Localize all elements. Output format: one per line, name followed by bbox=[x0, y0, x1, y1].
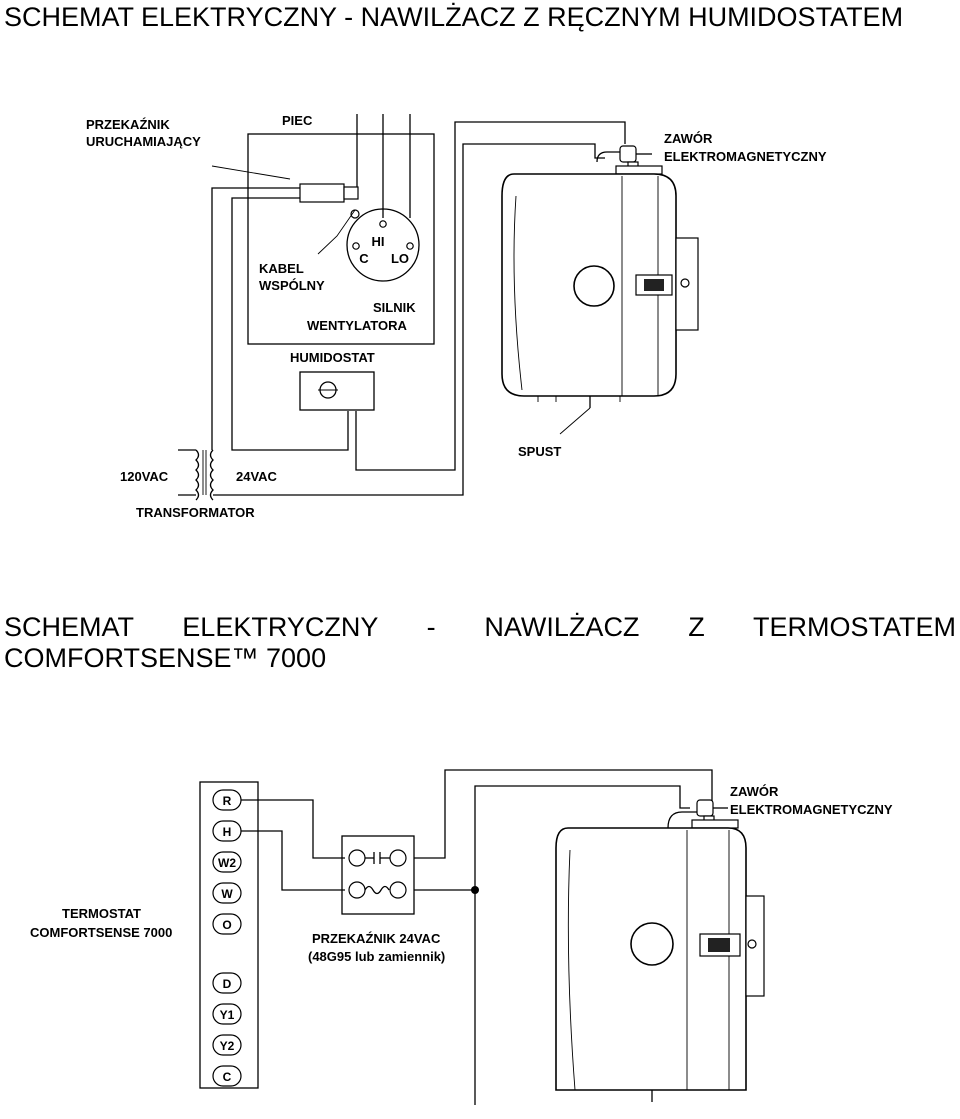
terminal-y2 bbox=[212, 1034, 242, 1056]
thermostat-label-1: TERMOSTAT bbox=[62, 906, 141, 921]
section-title-humidistat: SCHEMAT ELEKTRYCZNY - NAWILŻACZ Z RĘCZNY… bbox=[4, 2, 904, 32]
terminal-hi bbox=[379, 220, 387, 228]
relay-label-2: URUCHAMIAJĄCY bbox=[86, 134, 201, 149]
humidifier-unit bbox=[555, 819, 765, 1102]
wiring-diagram-humidistat: PIEC PRZEKAŹNIK URUCHAMIAJĄCY HI C LO KA… bbox=[86, 113, 827, 520]
terminal-hi-label: HI bbox=[372, 234, 385, 249]
wiring-diagram-thermostat: R H W2 W O D Y1 Y2 C TERMOSTAT COMFORTSE… bbox=[30, 769, 893, 1105]
terminal-h-label: H bbox=[223, 825, 232, 839]
relay-label-2: (48G95 lub zamiennik) bbox=[308, 949, 445, 964]
terminal-c-label: C bbox=[223, 1070, 232, 1084]
terminal-y1 bbox=[212, 1003, 242, 1025]
humidistat-label: HUMIDOSTAT bbox=[290, 350, 375, 365]
valve-label-2: ELEKTROMAGNETYCZNY bbox=[664, 149, 827, 164]
terminal-d-label: D bbox=[223, 977, 232, 991]
terminal-w bbox=[212, 882, 242, 904]
valve-label-2: ELEKTROMAGNETYCZNY bbox=[730, 802, 893, 817]
thermostat-terminals: R H W2 W O D Y1 Y2 C bbox=[212, 789, 242, 1087]
humidifier-unit bbox=[501, 165, 699, 435]
start-relay bbox=[299, 183, 360, 219]
terminal-lo bbox=[406, 242, 414, 250]
relay-24vac bbox=[341, 835, 415, 915]
thermostat-terminal-strip bbox=[199, 781, 259, 1089]
motor-label-2: WENTYLATORA bbox=[307, 318, 408, 333]
terminal-y2-label: Y2 bbox=[220, 1039, 235, 1053]
humidistat-box bbox=[299, 371, 375, 411]
drain-label: SPUST bbox=[518, 444, 561, 459]
terminal-c bbox=[352, 242, 360, 250]
terminal-o-label: O bbox=[222, 918, 231, 932]
transformer-label: TRANSFORMATOR bbox=[136, 505, 255, 520]
motor-label-1: SILNIK bbox=[373, 300, 416, 315]
terminal-r-label: R bbox=[223, 794, 232, 808]
v24-label: 24VAC bbox=[236, 469, 278, 484]
terminal-d bbox=[212, 972, 242, 994]
relay-label-1: PRZEKAŹNIK 24VAC bbox=[312, 931, 441, 946]
thermostat-label-2: COMFORTSENSE 7000 bbox=[30, 925, 172, 940]
terminal-w2-label: W2 bbox=[218, 856, 236, 870]
terminal-y1-label: Y1 bbox=[220, 1008, 235, 1022]
terminal-lo-label: LO bbox=[391, 251, 409, 266]
relay-label-1: PRZEKAŹNIK bbox=[86, 117, 170, 132]
terminal-o bbox=[212, 913, 242, 935]
v120-label: 120VAC bbox=[120, 469, 169, 484]
common-wire-label-2: WSPÓLNY bbox=[259, 278, 325, 293]
fan-motor: HI C LO bbox=[346, 208, 420, 282]
terminal-w-label: W bbox=[221, 887, 233, 901]
terminal-c-label: C bbox=[359, 251, 369, 266]
terminal-w2 bbox=[212, 851, 242, 873]
section-title-thermostat: SCHEMAT ELEKTRYCZNY - NAWILŻACZ Z TERMOS… bbox=[4, 612, 956, 673]
valve-label-1: ZAWÓR bbox=[730, 784, 779, 799]
furnace-box bbox=[247, 133, 435, 345]
terminal-c bbox=[212, 1065, 242, 1087]
furnace-label: PIEC bbox=[282, 113, 313, 128]
common-wire-label-1: KABEL bbox=[259, 261, 304, 276]
transformer bbox=[178, 449, 214, 501]
valve-label-1: ZAWÓR bbox=[664, 131, 713, 146]
